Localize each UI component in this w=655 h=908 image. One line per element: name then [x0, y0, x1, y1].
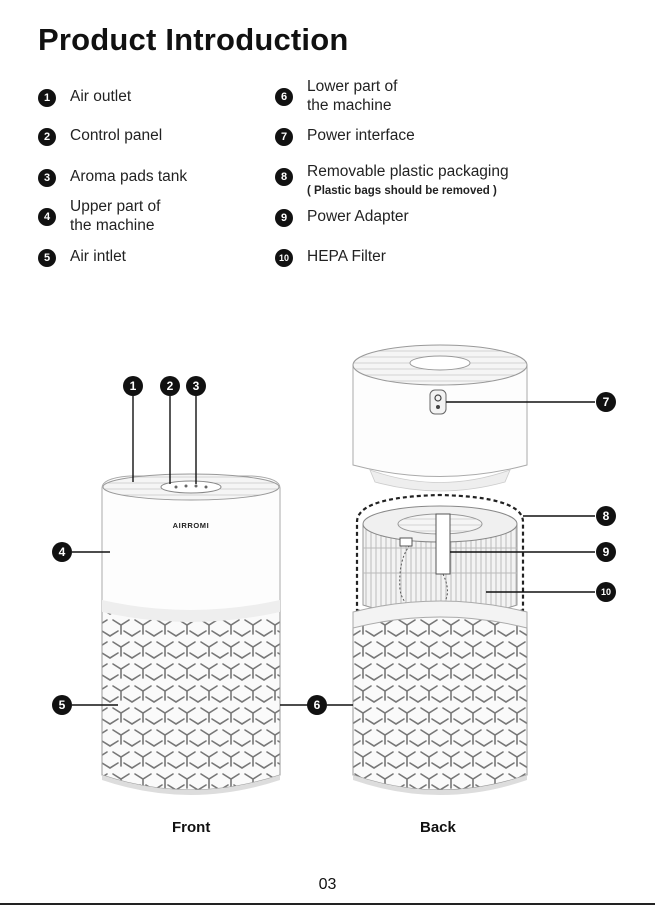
- product-illustration: AIRROMI: [0, 0, 655, 870]
- power-interface: [430, 390, 446, 414]
- callout-3: 3: [186, 376, 206, 396]
- callout-9: 9: [596, 542, 616, 562]
- callout-4: 4: [52, 542, 72, 562]
- power-adapter: [436, 514, 450, 574]
- callout-5: 5: [52, 695, 72, 715]
- front-lower-body: [102, 610, 280, 790]
- page-divider: [0, 903, 655, 905]
- callout-7: 7: [596, 392, 616, 412]
- callout-10: 10: [596, 582, 616, 602]
- callout-8: 8: [596, 506, 616, 526]
- caption-front: Front: [172, 819, 210, 836]
- page-number: 03: [0, 876, 655, 894]
- caption-back: Back: [420, 819, 456, 836]
- back-upper-unit: [353, 345, 527, 491]
- callout-2: 2: [160, 376, 180, 396]
- callout-6: 6: [307, 695, 327, 715]
- back-lower-unit: [353, 601, 527, 795]
- brand-logo: AIRROMI: [173, 521, 210, 530]
- callout-1: 1: [123, 376, 143, 396]
